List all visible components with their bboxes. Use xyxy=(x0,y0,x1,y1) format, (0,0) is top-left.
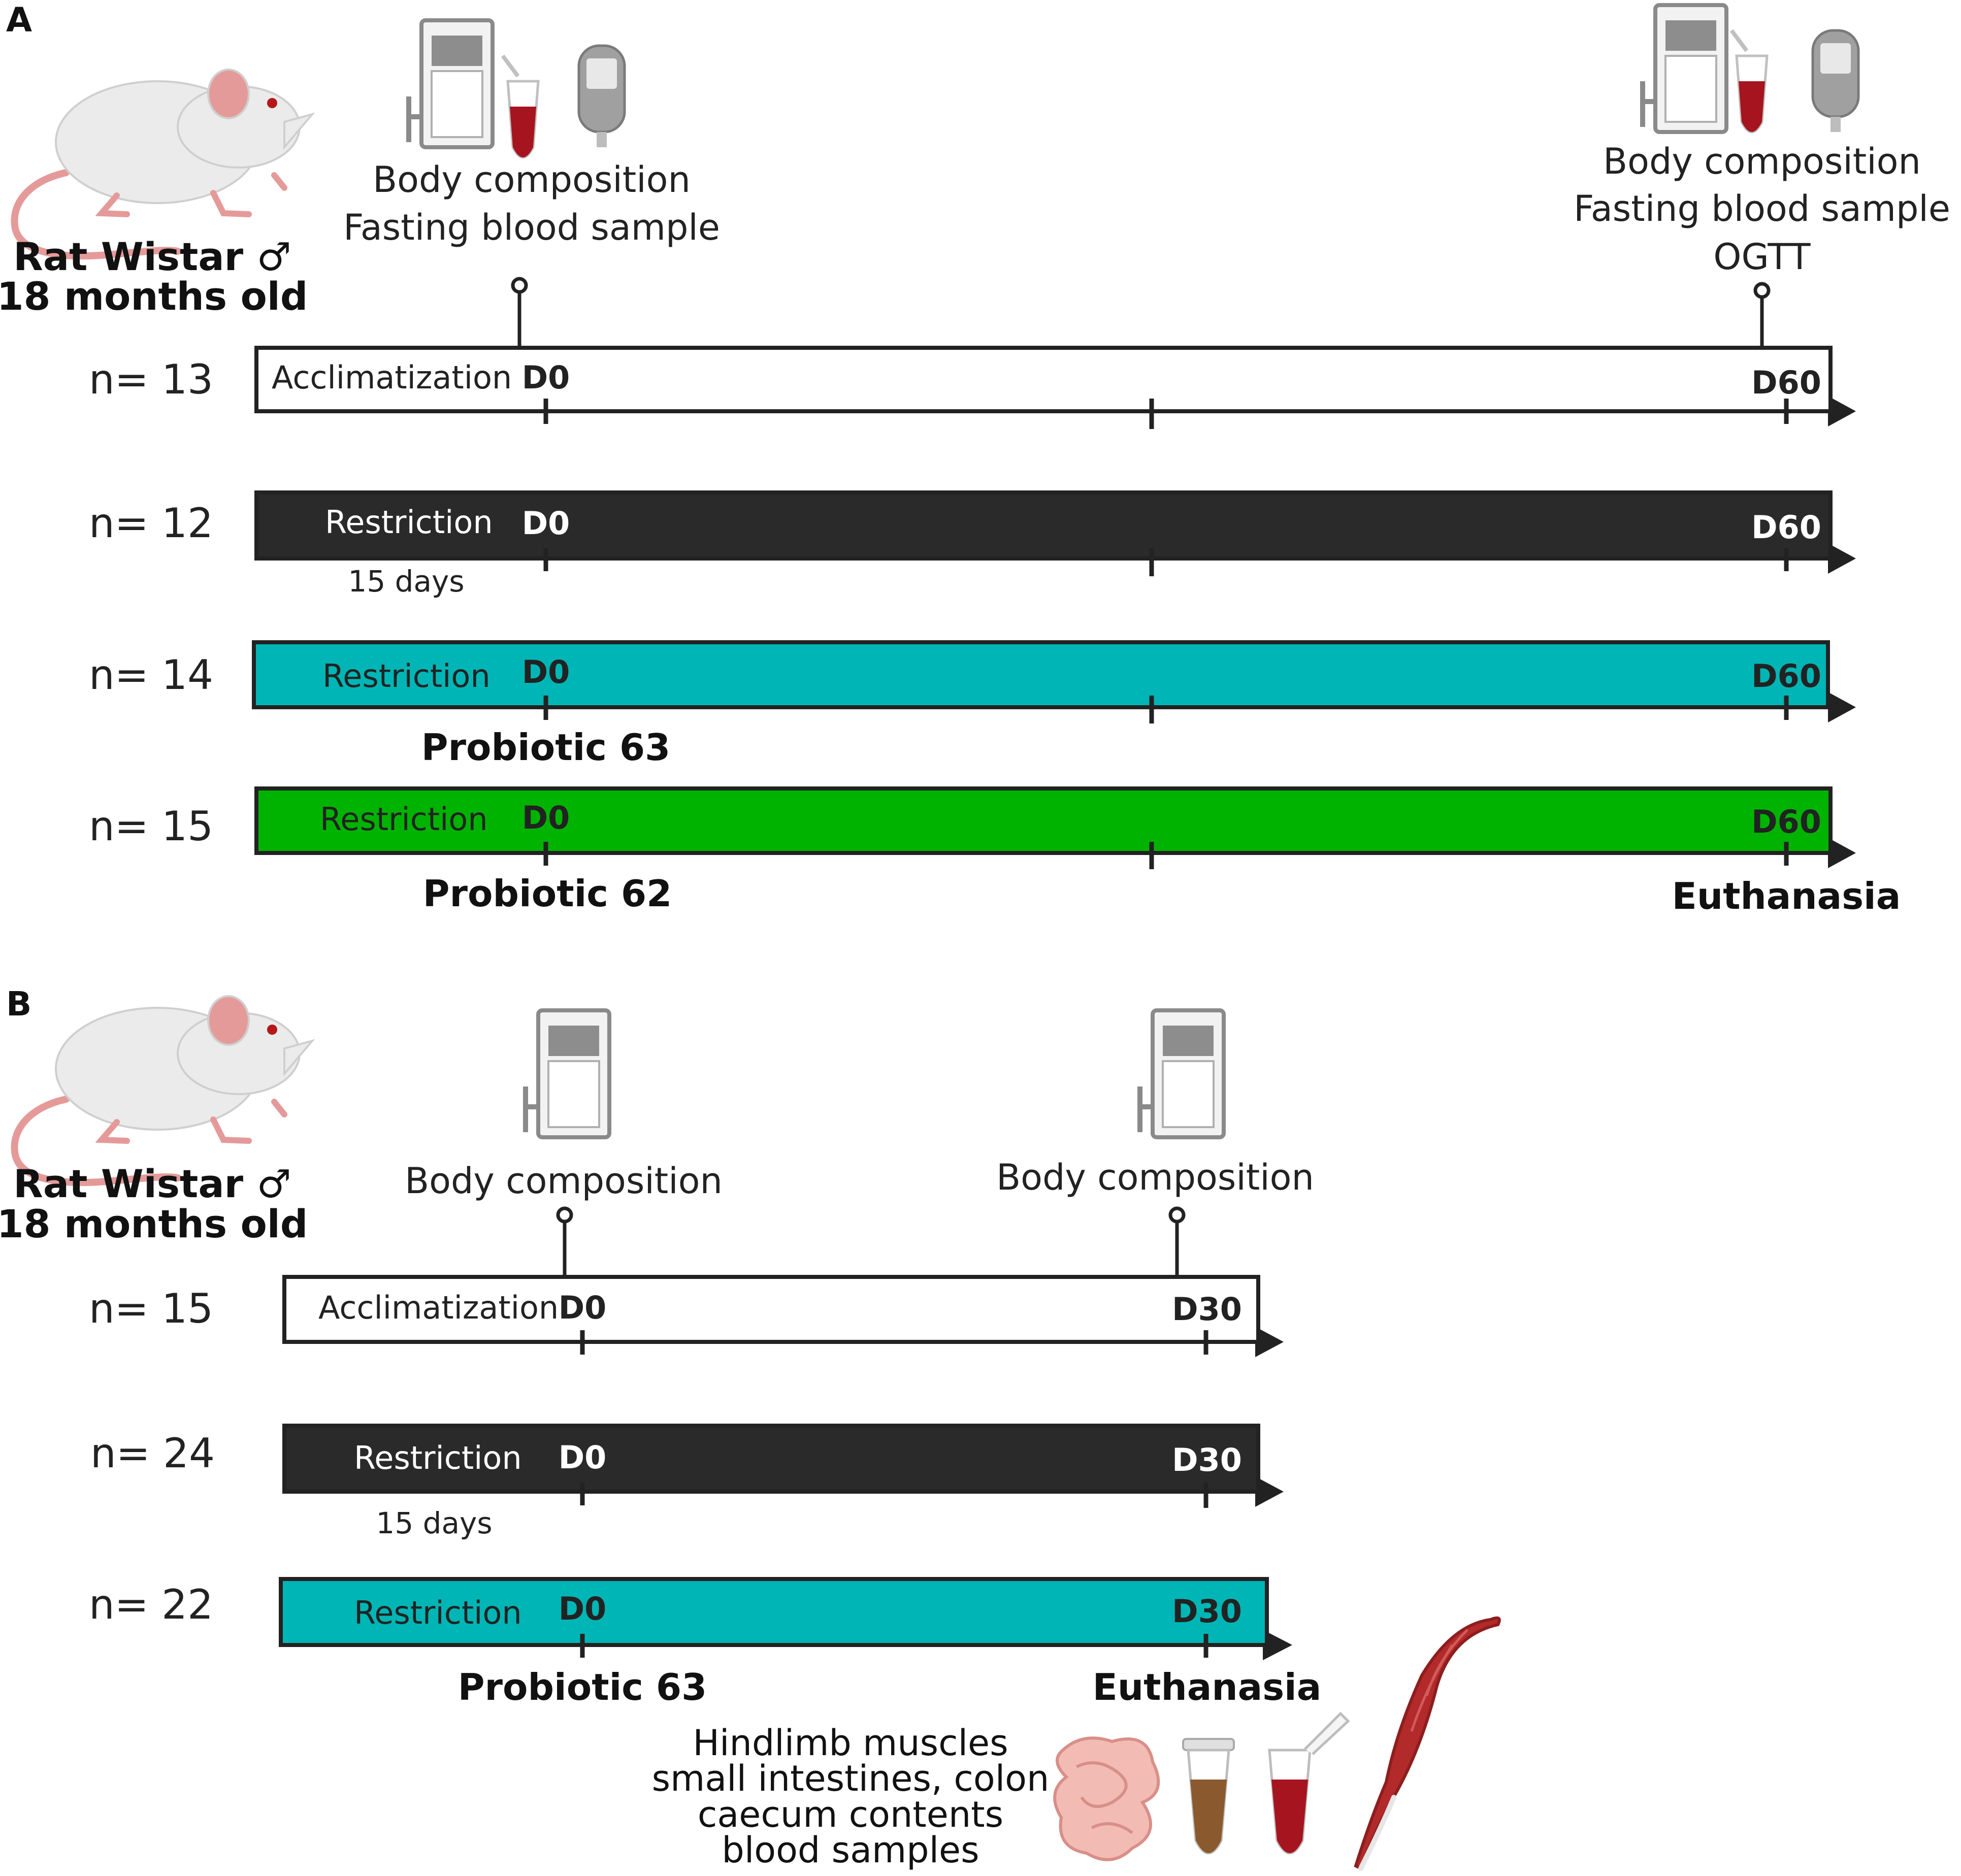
end-event-line1: Body composition xyxy=(1603,141,1921,182)
probiotic-label: Probiotic 63 xyxy=(421,726,670,769)
phase-bar xyxy=(282,1275,1260,1344)
timeline-row-probiotic-63: n= 22 Restriction D0 D30 Probiotic 63 xyxy=(89,1577,1292,1708)
body-composition-analyzer-icon xyxy=(523,1008,611,1139)
phase-bar xyxy=(254,346,1833,413)
end-day: D30 xyxy=(1172,1593,1242,1630)
end-day: D60 xyxy=(1751,657,1821,695)
group-size: n= 15 xyxy=(89,803,213,850)
timeline-row-restriction: n= 12 Restriction D0 D60 15 days xyxy=(89,490,1856,599)
timeline-row-probiotic-63: n= 14 Restriction D0 D60 Probiotic 63 xyxy=(89,640,1856,769)
body-composition-analyzer-icon xyxy=(1137,1008,1226,1139)
phase-bar xyxy=(282,1424,1260,1494)
start-day: D0 xyxy=(559,1289,607,1326)
sample-item: Hindlimb muscles xyxy=(693,1722,1008,1764)
group-size: n= 13 xyxy=(89,356,213,403)
phase-bar xyxy=(254,490,1833,561)
start-day: D0 xyxy=(522,653,570,690)
phase-duration: 15 days xyxy=(348,564,464,599)
sample-item: caecum contents xyxy=(698,1794,1003,1835)
phase-label: Restriction xyxy=(320,801,488,838)
end-event-line2: Fasting blood sample xyxy=(1574,188,1950,229)
phase-bar xyxy=(279,1577,1269,1647)
group-size: n= 24 xyxy=(90,1430,215,1477)
intestine-icon xyxy=(1053,1736,1160,1861)
phase-label: Restriction xyxy=(354,1594,522,1631)
blood-tube-icon xyxy=(1268,1712,1350,1855)
end-day: D60 xyxy=(1751,803,1821,840)
end-day: D30 xyxy=(1172,1441,1242,1478)
end-measurement-pin xyxy=(1168,1206,1186,1277)
group-size: n= 15 xyxy=(89,1285,213,1332)
phase-label: Restriction xyxy=(325,504,493,541)
rat-icon xyxy=(11,69,315,259)
glucometer-icon xyxy=(1811,29,1860,132)
start-day: D0 xyxy=(522,505,570,542)
phase-label: Acclimatization xyxy=(318,1289,559,1326)
end-day: D30 xyxy=(1172,1291,1242,1328)
sample-item: small intestines, colon xyxy=(652,1758,1050,1799)
group-size: n= 12 xyxy=(89,500,213,547)
timeline-row-acclimatization: n= 13 Acclimatization D0 D60 xyxy=(89,346,1856,429)
blood-tube-icon xyxy=(1729,29,1769,134)
end-event-line3: OGTT xyxy=(1713,236,1810,278)
end-event-label: Body composition xyxy=(996,1157,1314,1198)
start-event-label: Body composition xyxy=(405,1160,723,1202)
rat-caption-line1: Rat Wistar ♂ xyxy=(13,1161,291,1206)
muscle-icon xyxy=(1354,1616,1501,1871)
start-day: D0 xyxy=(522,799,570,836)
end-measurement-pin xyxy=(1753,282,1771,348)
rat-caption-line2: 18 months old xyxy=(0,274,308,319)
end-day: D60 xyxy=(1751,364,1821,401)
body-composition-analyzer-icon xyxy=(1640,3,1728,134)
start-measurement-pin xyxy=(556,1206,573,1277)
euthanasia-label: Euthanasia xyxy=(1672,875,1901,917)
body-composition-analyzer-icon xyxy=(406,18,495,149)
rat-caption-line1: Rat Wistar ♂ xyxy=(13,234,291,279)
sample-item: blood samples xyxy=(722,1829,979,1871)
phase-bar xyxy=(254,786,1833,855)
probiotic-label: Probiotic 63 xyxy=(458,1666,707,1708)
end-day: D60 xyxy=(1751,509,1821,546)
rat-icon xyxy=(11,995,315,1186)
euthanasia-label: Euthanasia xyxy=(1093,1666,1322,1708)
timeline-row-acclimatization: n= 15 Acclimatization D0 D30 xyxy=(89,1275,1284,1357)
phase-label: Restriction xyxy=(354,1439,522,1476)
group-size: n= 14 xyxy=(89,651,213,699)
start-event-line1: Body composition xyxy=(373,159,691,201)
timeline-row-probiotic-62: n= 15 Restriction D0 D60 Probiotic 62 xyxy=(89,786,1856,915)
start-event-line2: Fasting blood sample xyxy=(343,207,720,248)
probiotic-label: Probiotic 62 xyxy=(423,872,672,915)
start-measurement-pin xyxy=(511,277,528,348)
phase-duration: 15 days xyxy=(376,1506,492,1540)
start-day: D0 xyxy=(559,1439,607,1476)
start-day: D0 xyxy=(559,1590,607,1627)
start-day: D0 xyxy=(522,359,570,396)
phase-label: Restriction xyxy=(322,657,491,695)
timeline-row-restriction: n= 24 Restriction D0 D30 15 days xyxy=(90,1424,1284,1540)
phase-bar xyxy=(252,640,1830,709)
panel-b-label: B xyxy=(6,984,31,1024)
group-size: n= 22 xyxy=(89,1581,213,1628)
rat-caption-line2: 18 months old xyxy=(0,1201,308,1246)
blood-tube-icon xyxy=(501,54,540,159)
panel-a-label: A xyxy=(6,1,32,40)
phase-label: Acclimatization xyxy=(272,359,512,396)
glucometer-icon xyxy=(577,44,626,147)
caecum-content-tube-icon xyxy=(1182,1738,1235,1855)
